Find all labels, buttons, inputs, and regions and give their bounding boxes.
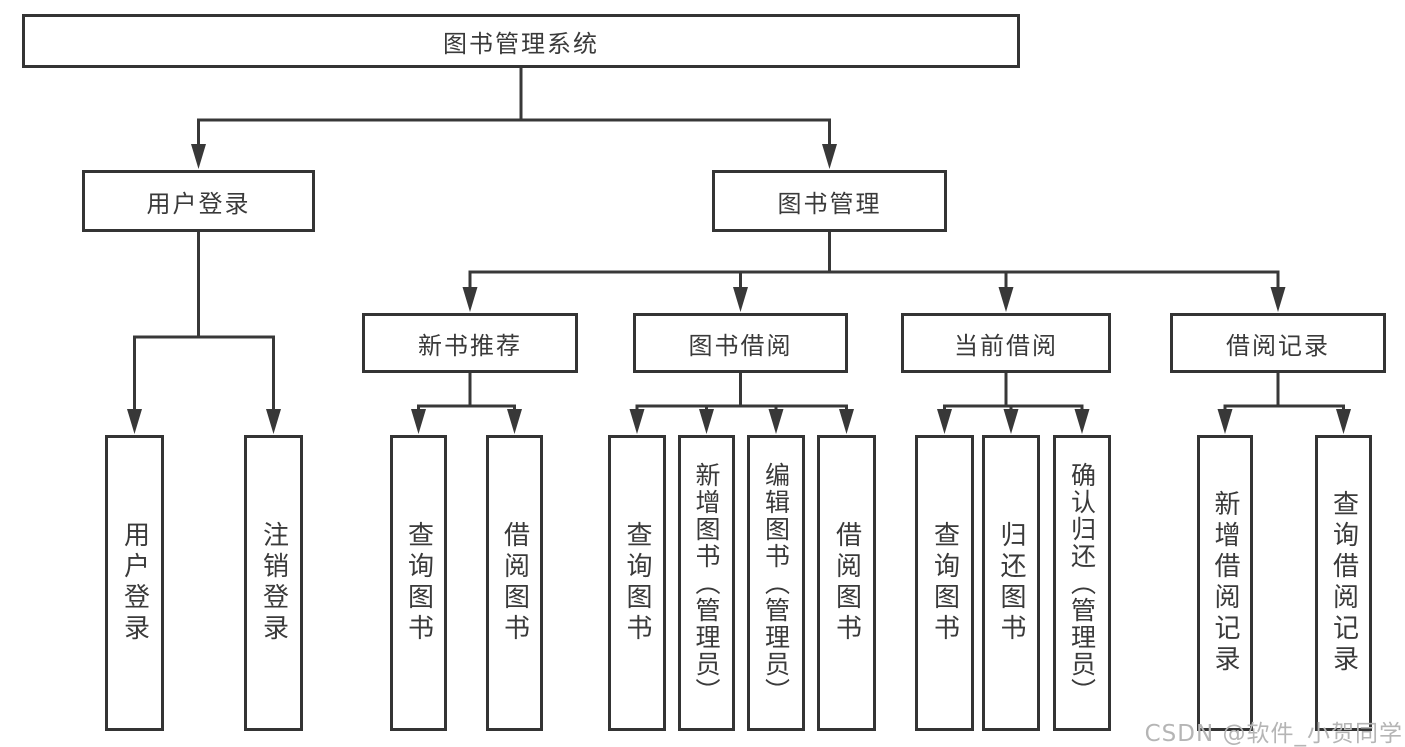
node-borrow-books-2: 借阅图书 xyxy=(817,435,876,731)
node-label-borrow-books-2: 借阅图书 xyxy=(831,521,862,645)
node-return-book: 归还图书 xyxy=(982,435,1040,731)
node-user-login: 用户登录 xyxy=(82,170,315,232)
node-edit-book-admin: 编辑图书（管理员） xyxy=(747,435,805,731)
node-label-query-books-3: 查询图书 xyxy=(929,521,960,645)
node-label-borrow-books-1: 借阅图书 xyxy=(499,521,530,645)
node-label-new-book-recommend: 新书推荐 xyxy=(418,331,522,360)
node-label-add-borrow-record: 新增借阅记录 xyxy=(1210,490,1240,676)
node-label-book-management: 图书管理 xyxy=(777,189,882,218)
node-query-books-3: 查询图书 xyxy=(915,435,974,731)
node-current-borrow: 当前借阅 xyxy=(901,313,1111,373)
node-label-book-borrow: 图书借阅 xyxy=(688,331,793,360)
node-query-books-1: 查询图书 xyxy=(390,435,447,731)
node-query-books-2: 查询图书 xyxy=(608,435,666,731)
node-label-current-borrow: 当前借阅 xyxy=(954,331,1058,360)
node-label-confirm-return-admin: 确认归还（管理员） xyxy=(1067,461,1097,705)
node-logout: 注销登录 xyxy=(244,435,303,731)
node-new-book-recommend: 新书推荐 xyxy=(362,313,578,373)
node-library-system: 图书管理系统 xyxy=(22,14,1020,68)
node-label-edit-book-admin: 编辑图书（管理员） xyxy=(761,461,791,705)
node-add-borrow-record: 新增借阅记录 xyxy=(1197,435,1253,731)
node-label-query-books-2: 查询图书 xyxy=(622,521,652,645)
node-add-book-admin: 新增图书（管理员） xyxy=(678,435,735,731)
node-label-user-login-leaf: 用户登录 xyxy=(119,521,150,645)
node-confirm-return-admin: 确认归还（管理员） xyxy=(1053,435,1111,731)
node-user-login-leaf: 用户登录 xyxy=(105,435,164,731)
node-label-logout: 注销登录 xyxy=(258,521,289,645)
node-label-return-book: 归还图书 xyxy=(996,521,1026,645)
node-label-library-system: 图书管理系统 xyxy=(443,29,599,58)
node-label-query-books-1: 查询图书 xyxy=(403,521,434,645)
node-label-user-login: 用户登录 xyxy=(146,189,251,218)
node-label-query-borrow-record: 查询借阅记录 xyxy=(1328,490,1359,676)
watermark-text: CSDN @软件_小贺同学 xyxy=(1144,721,1403,747)
node-label-add-book-admin: 新增图书（管理员） xyxy=(692,461,721,705)
node-label-borrow-records: 借阅记录 xyxy=(1226,331,1330,360)
node-borrow-books-1: 借阅图书 xyxy=(486,435,543,731)
node-query-borrow-record: 查询借阅记录 xyxy=(1315,435,1372,731)
node-book-management: 图书管理 xyxy=(712,170,947,232)
node-book-borrow: 图书借阅 xyxy=(633,313,848,373)
node-borrow-records: 借阅记录 xyxy=(1170,313,1386,373)
